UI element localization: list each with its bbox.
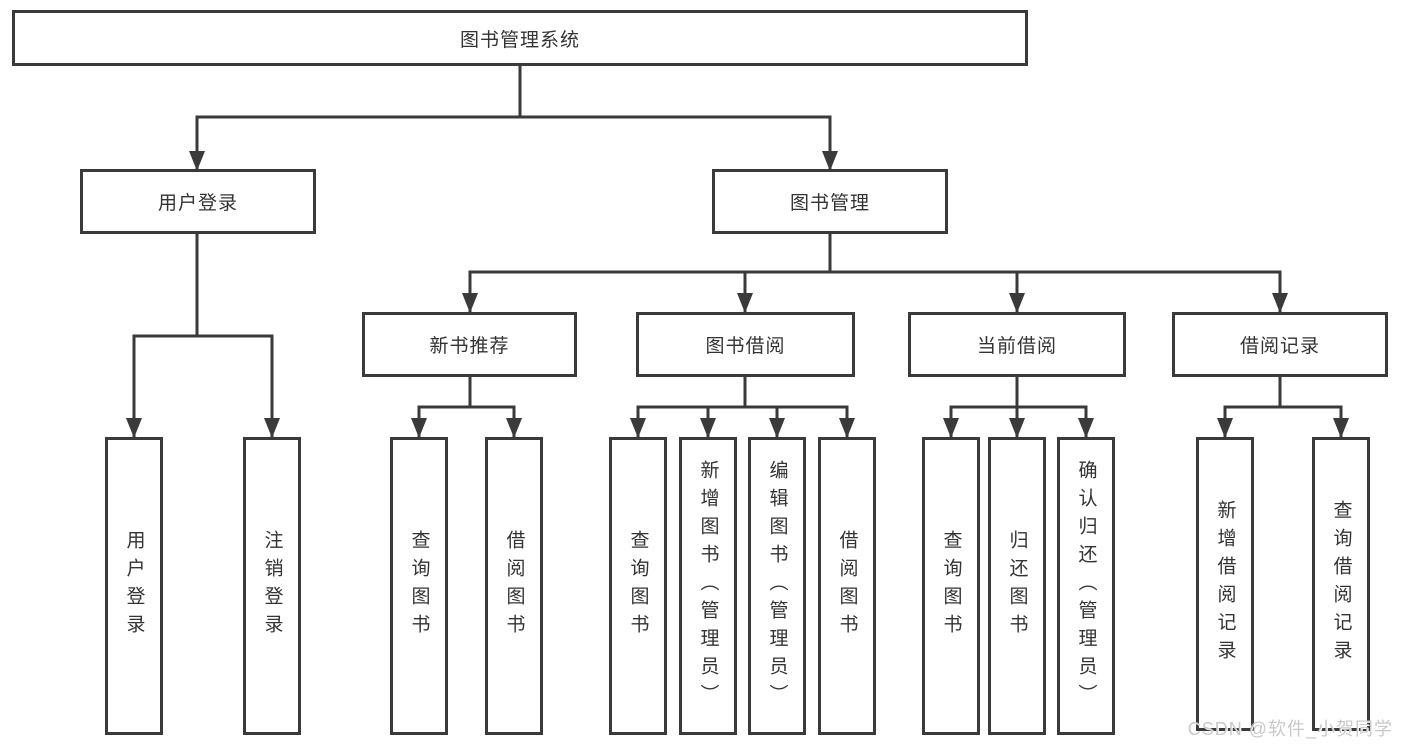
node-book-borrow: 图书借阅	[636, 312, 855, 377]
node-new-book-recommend-label: 新书推荐	[429, 336, 510, 357]
leaf-borrow-books-recommend: 借阅图书	[485, 437, 543, 735]
leaf-user-login: 用户登录	[105, 437, 163, 735]
node-root-label: 图书管理系统	[459, 29, 580, 51]
leaf-edit-books-admin: 编辑图书（管理员）	[748, 437, 806, 735]
leaf-confirm-return-admin: 确认归还（管理员）	[1057, 437, 1115, 735]
leaf-edit-books-admin-label: 编辑图书（管理员）	[766, 460, 788, 712]
leaf-add-borrow-record-label: 新增借阅记录	[1214, 500, 1236, 668]
leaf-query-books-borrow: 查询图书	[609, 437, 667, 735]
node-new-book-recommend: 新书推荐	[362, 312, 577, 377]
leaf-query-books-current-label: 查询图书	[940, 530, 962, 642]
leaf-return-books: 归还图书	[988, 437, 1046, 735]
node-user-login-label: 用户登录	[157, 193, 238, 214]
connector-recommend-bus	[417, 375, 516, 409]
node-book-borrow-label: 图书借阅	[705, 336, 786, 357]
leaf-query-books-borrow-label: 查询图书	[627, 530, 649, 642]
node-user-login: 用户登录	[80, 169, 316, 234]
node-book-management: 图书管理	[712, 169, 948, 234]
leaf-query-books-recommend-label: 查询图书	[408, 530, 430, 642]
connector-user-login-bus	[132, 231, 274, 338]
connector-book-management-bus	[468, 231, 1282, 274]
connector-root-bus	[195, 64, 832, 119]
connector-current-bus	[949, 375, 1088, 409]
leaf-logout-login: 注销登录	[243, 437, 301, 735]
node-borrow-records-label: 借阅记录	[1239, 336, 1320, 357]
leaf-query-borrow-record: 查询借阅记录	[1312, 437, 1370, 731]
leaf-confirm-return-admin-label: 确认归还（管理员）	[1075, 460, 1097, 712]
leaf-add-books-admin-label: 新增图书（管理员）	[697, 460, 719, 712]
csdn-watermark: CSDN @软件_小贺同学	[1187, 719, 1393, 739]
leaf-logout-login-label: 注销登录	[261, 530, 283, 642]
node-root-system: 图书管理系统	[12, 10, 1028, 66]
leaf-query-books-recommend: 查询图书	[390, 437, 448, 735]
node-borrow-records: 借阅记录	[1172, 312, 1388, 377]
leaf-add-borrow-record: 新增借阅记录	[1196, 437, 1254, 731]
node-book-management-label: 图书管理	[789, 193, 870, 214]
leaf-borrow-books-borrow: 借阅图书	[818, 437, 876, 735]
connector-borrow-bus	[636, 375, 849, 409]
leaf-add-books-admin: 新增图书（管理员）	[679, 437, 737, 735]
leaf-query-borrow-record-label: 查询借阅记录	[1330, 500, 1352, 668]
leaf-query-books-current: 查询图书	[922, 437, 980, 735]
leaf-borrow-books-borrow-label: 借阅图书	[836, 530, 858, 642]
node-current-borrow-label: 当前借阅	[976, 336, 1057, 357]
leaf-user-login-label: 用户登录	[123, 530, 145, 642]
node-current-borrow: 当前借阅	[908, 312, 1126, 377]
leaf-borrow-books-recommend-label: 借阅图书	[503, 530, 525, 642]
connector-records-bus	[1223, 375, 1343, 409]
leaf-return-books-label: 归还图书	[1006, 530, 1028, 642]
